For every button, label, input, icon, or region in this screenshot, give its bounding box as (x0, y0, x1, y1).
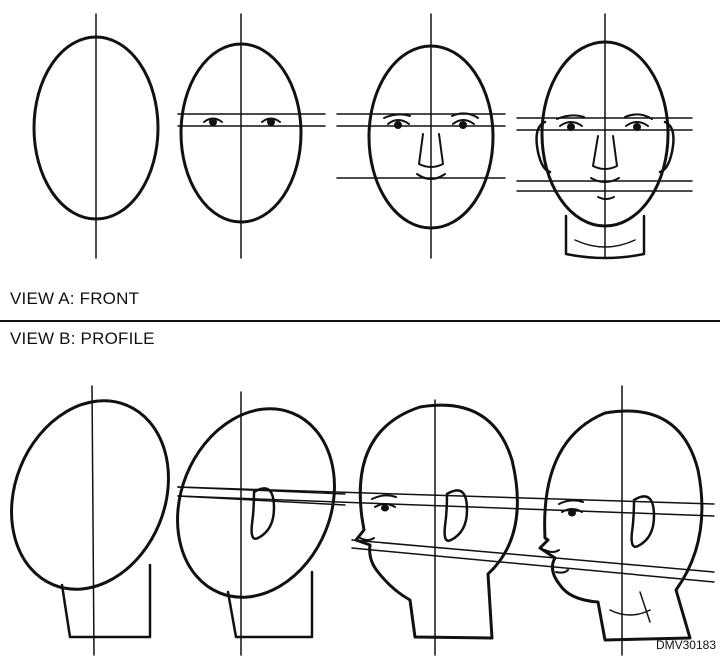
profile-ear-3 (445, 490, 467, 540)
profile-head-step-2 (150, 385, 362, 655)
profile-head-step-4 (540, 386, 702, 655)
profile-head-outline-1 (0, 377, 196, 613)
view-a-label: VIEW A: FRONT (10, 289, 139, 309)
profile-head-step-3 (356, 400, 517, 655)
profile-head-outline-3 (356, 405, 517, 638)
profile-guide-line-long-c (352, 540, 714, 572)
front-head-step-4 (517, 14, 692, 258)
front-head-step-1 (34, 14, 158, 258)
profile-head-step-1 (0, 377, 196, 655)
profile-guide-line-long-d (352, 548, 714, 582)
figure-id: DMV30183 (656, 638, 716, 652)
front-head-step-2 (178, 14, 325, 258)
front-eyes-2 (204, 119, 280, 126)
profile-face-features-3 (360, 495, 396, 540)
profile-head-outline-2 (150, 385, 362, 621)
profile-ear-4 (632, 496, 654, 546)
profile-center-line-1 (92, 386, 94, 655)
profile-ear-2 (252, 488, 274, 538)
profile-neck-1 (62, 565, 150, 637)
profile-head-outline-4 (540, 411, 702, 640)
front-head-step-3 (337, 14, 505, 258)
view-b-label: VIEW B: PROFILE (10, 329, 155, 349)
